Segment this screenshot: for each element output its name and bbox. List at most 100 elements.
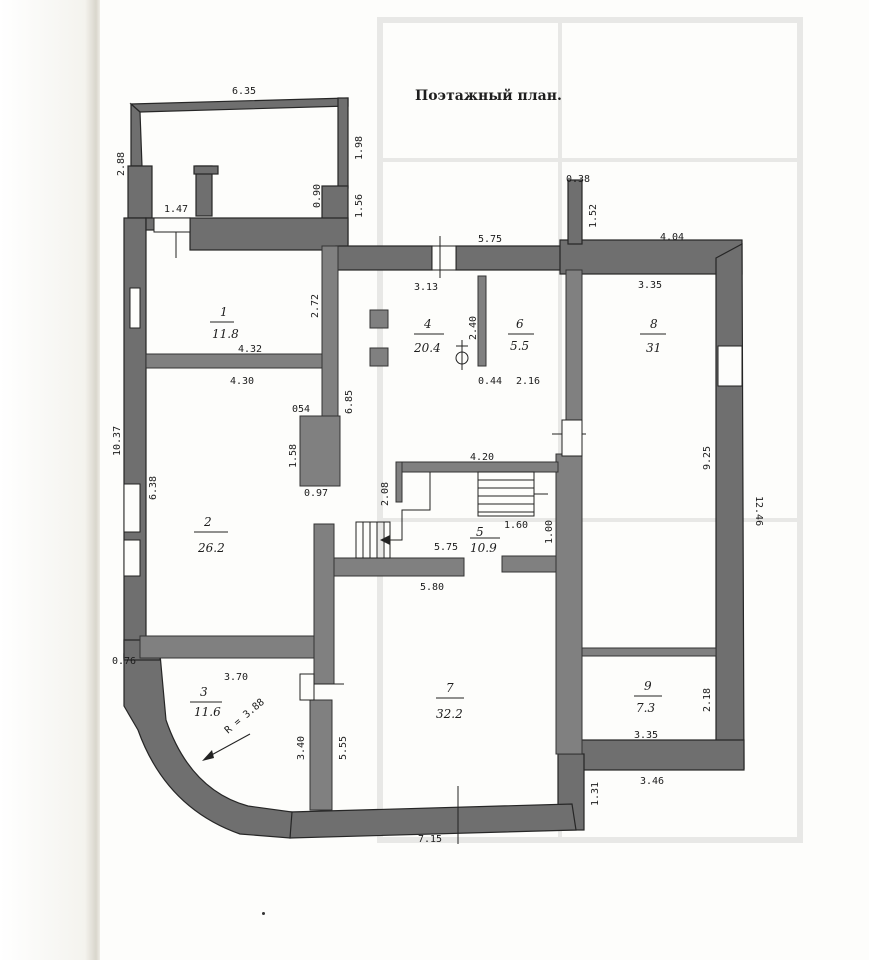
wall-annex-right xyxy=(337,97,349,189)
radius-arrowhead xyxy=(202,750,214,761)
vent-upper xyxy=(369,309,389,329)
dim-pillar-w: 0.38 xyxy=(566,174,590,185)
dim-chimney-h: 1.58 xyxy=(288,444,299,468)
wall-r8-r9 xyxy=(581,647,717,657)
dim-stair-w: 1.60 xyxy=(504,520,528,531)
wall-r6 xyxy=(477,275,487,367)
door-r2-r3 xyxy=(299,673,315,701)
dim-hall-wall: 6.85 xyxy=(344,390,355,414)
dim-r1-w: 4.32 xyxy=(238,344,262,355)
interior-walls xyxy=(139,245,717,811)
dim-bottom-total: 7.15 xyxy=(418,834,442,845)
wall-top-room8 xyxy=(559,239,743,275)
room-6-area: 5.5 xyxy=(510,339,529,353)
wall-annex-left xyxy=(130,102,143,167)
stair-path xyxy=(386,472,431,541)
dim-right-top: 1.98 xyxy=(354,136,365,160)
wall-curved-room3 xyxy=(123,653,293,839)
wall-r7-top xyxy=(333,557,465,577)
dim-niche-a: 0.90 xyxy=(312,184,323,208)
dim-bottom-step: 1.31 xyxy=(590,782,601,806)
dim-niche-b: 1.56 xyxy=(354,194,365,218)
room-3-number: 3 xyxy=(200,685,208,699)
dim-top-width: 6.35 xyxy=(232,86,256,97)
dim-r6-gap: 0.44 xyxy=(478,376,502,387)
dim-r9-w: 3.35 xyxy=(634,730,658,741)
wall-r3-r7 xyxy=(313,523,335,685)
book-binding-shadow xyxy=(0,0,100,960)
dim-r7-h: 5.55 xyxy=(338,736,349,760)
wall-rooms-hall xyxy=(321,245,339,417)
dim-stair-top: 4.20 xyxy=(470,452,494,463)
plan-title: Поэтажный план. xyxy=(415,88,562,104)
wall-right-main xyxy=(715,242,745,770)
ink-speck xyxy=(262,912,265,915)
stair-upper-flight xyxy=(477,471,535,517)
meter-symbol xyxy=(455,340,469,370)
dim-room8-top: 4.04 xyxy=(660,232,684,243)
wall-left-main xyxy=(123,217,147,659)
room-9-number: 9 xyxy=(644,679,652,693)
room-1-area: 11.8 xyxy=(212,327,239,341)
room-1-number: 1 xyxy=(220,305,228,319)
dim-r9-bottom: 3.46 xyxy=(640,776,664,787)
room-2-area: 26.2 xyxy=(197,541,225,555)
staircase xyxy=(355,471,548,559)
window-room2-a xyxy=(123,483,141,533)
dim-r1-h: 2.72 xyxy=(310,294,321,318)
dim-stair-gap: 1.00 xyxy=(544,520,555,544)
wall-pillar xyxy=(567,179,583,245)
wall-stair-top xyxy=(397,461,559,473)
wall-bottom-room9 xyxy=(579,739,745,771)
room-8-area: 31 xyxy=(646,341,661,355)
dim-corner: 0.76 xyxy=(112,656,136,667)
room-9-area: 7.3 xyxy=(636,701,655,715)
room-labels: 1 11.8 2 26.2 3 11.6 4 20.4 5 10.9 6 5.5… xyxy=(190,305,666,721)
dim-hall-mid: 5.75 xyxy=(434,542,458,553)
door-annex xyxy=(153,217,191,233)
dim-right-total: 12.46 xyxy=(753,496,764,526)
dimension-labels: 6.35 2.88 1.98 0.90 1.56 1.47 0.38 1.52 … xyxy=(112,86,764,845)
wall-r1-r2 xyxy=(145,353,323,369)
room-4-number: 4 xyxy=(423,317,432,331)
vent-lower xyxy=(369,347,389,367)
wall-top-hall-2 xyxy=(455,245,571,271)
room-4-area: 20.4 xyxy=(413,341,441,355)
door-hall-top xyxy=(431,245,457,271)
room-3-area: 11.6 xyxy=(194,705,221,719)
window-room8 xyxy=(717,345,743,387)
openings xyxy=(123,217,743,844)
wall-top-rooms-2 xyxy=(189,217,349,251)
wall-r2-r3 xyxy=(139,635,317,659)
dim-pillar-h: 1.52 xyxy=(588,204,599,228)
dim-chimney-w: 054 xyxy=(292,404,310,415)
dim-r8-h: 9.25 xyxy=(702,446,713,470)
wall-r7-r8 xyxy=(555,453,583,755)
radius-arrow-line xyxy=(205,733,251,759)
dim-r2-w: 4.30 xyxy=(230,376,254,387)
dim-opening: 1.47 xyxy=(164,204,188,215)
wall-annex-left-block xyxy=(127,165,153,219)
room-7-number: 7 xyxy=(446,681,454,695)
dim-radius: R = 3.88 xyxy=(223,697,267,736)
room-2-number: 2 xyxy=(203,515,212,529)
wall-annex-niche-cap xyxy=(193,165,219,175)
wall-r3-r7-low xyxy=(309,699,333,811)
stair-arrow xyxy=(380,535,390,545)
wall-r7-r8-upper xyxy=(565,269,583,421)
wall-stair-left xyxy=(395,461,403,503)
dim-r6-w: 2.16 xyxy=(516,376,540,387)
dim-r7-top: 5.80 xyxy=(420,582,444,593)
dim-r3-h: 3.40 xyxy=(296,736,307,760)
dim-r3-w: 3.70 xyxy=(224,672,248,683)
dim-hall-top: 5.75 xyxy=(478,234,502,245)
dim-r9-h: 2.18 xyxy=(702,688,713,712)
room-5-number: 5 xyxy=(476,525,484,539)
wall-bottom-main xyxy=(289,803,577,839)
dim-r8-w: 3.35 xyxy=(638,280,662,291)
dim-hall-door: 3.13 xyxy=(414,282,438,293)
room-5-area: 10.9 xyxy=(470,541,497,555)
dim-r6-h: 2.40 xyxy=(468,316,479,340)
dim-stair-v: 2.08 xyxy=(380,482,391,506)
